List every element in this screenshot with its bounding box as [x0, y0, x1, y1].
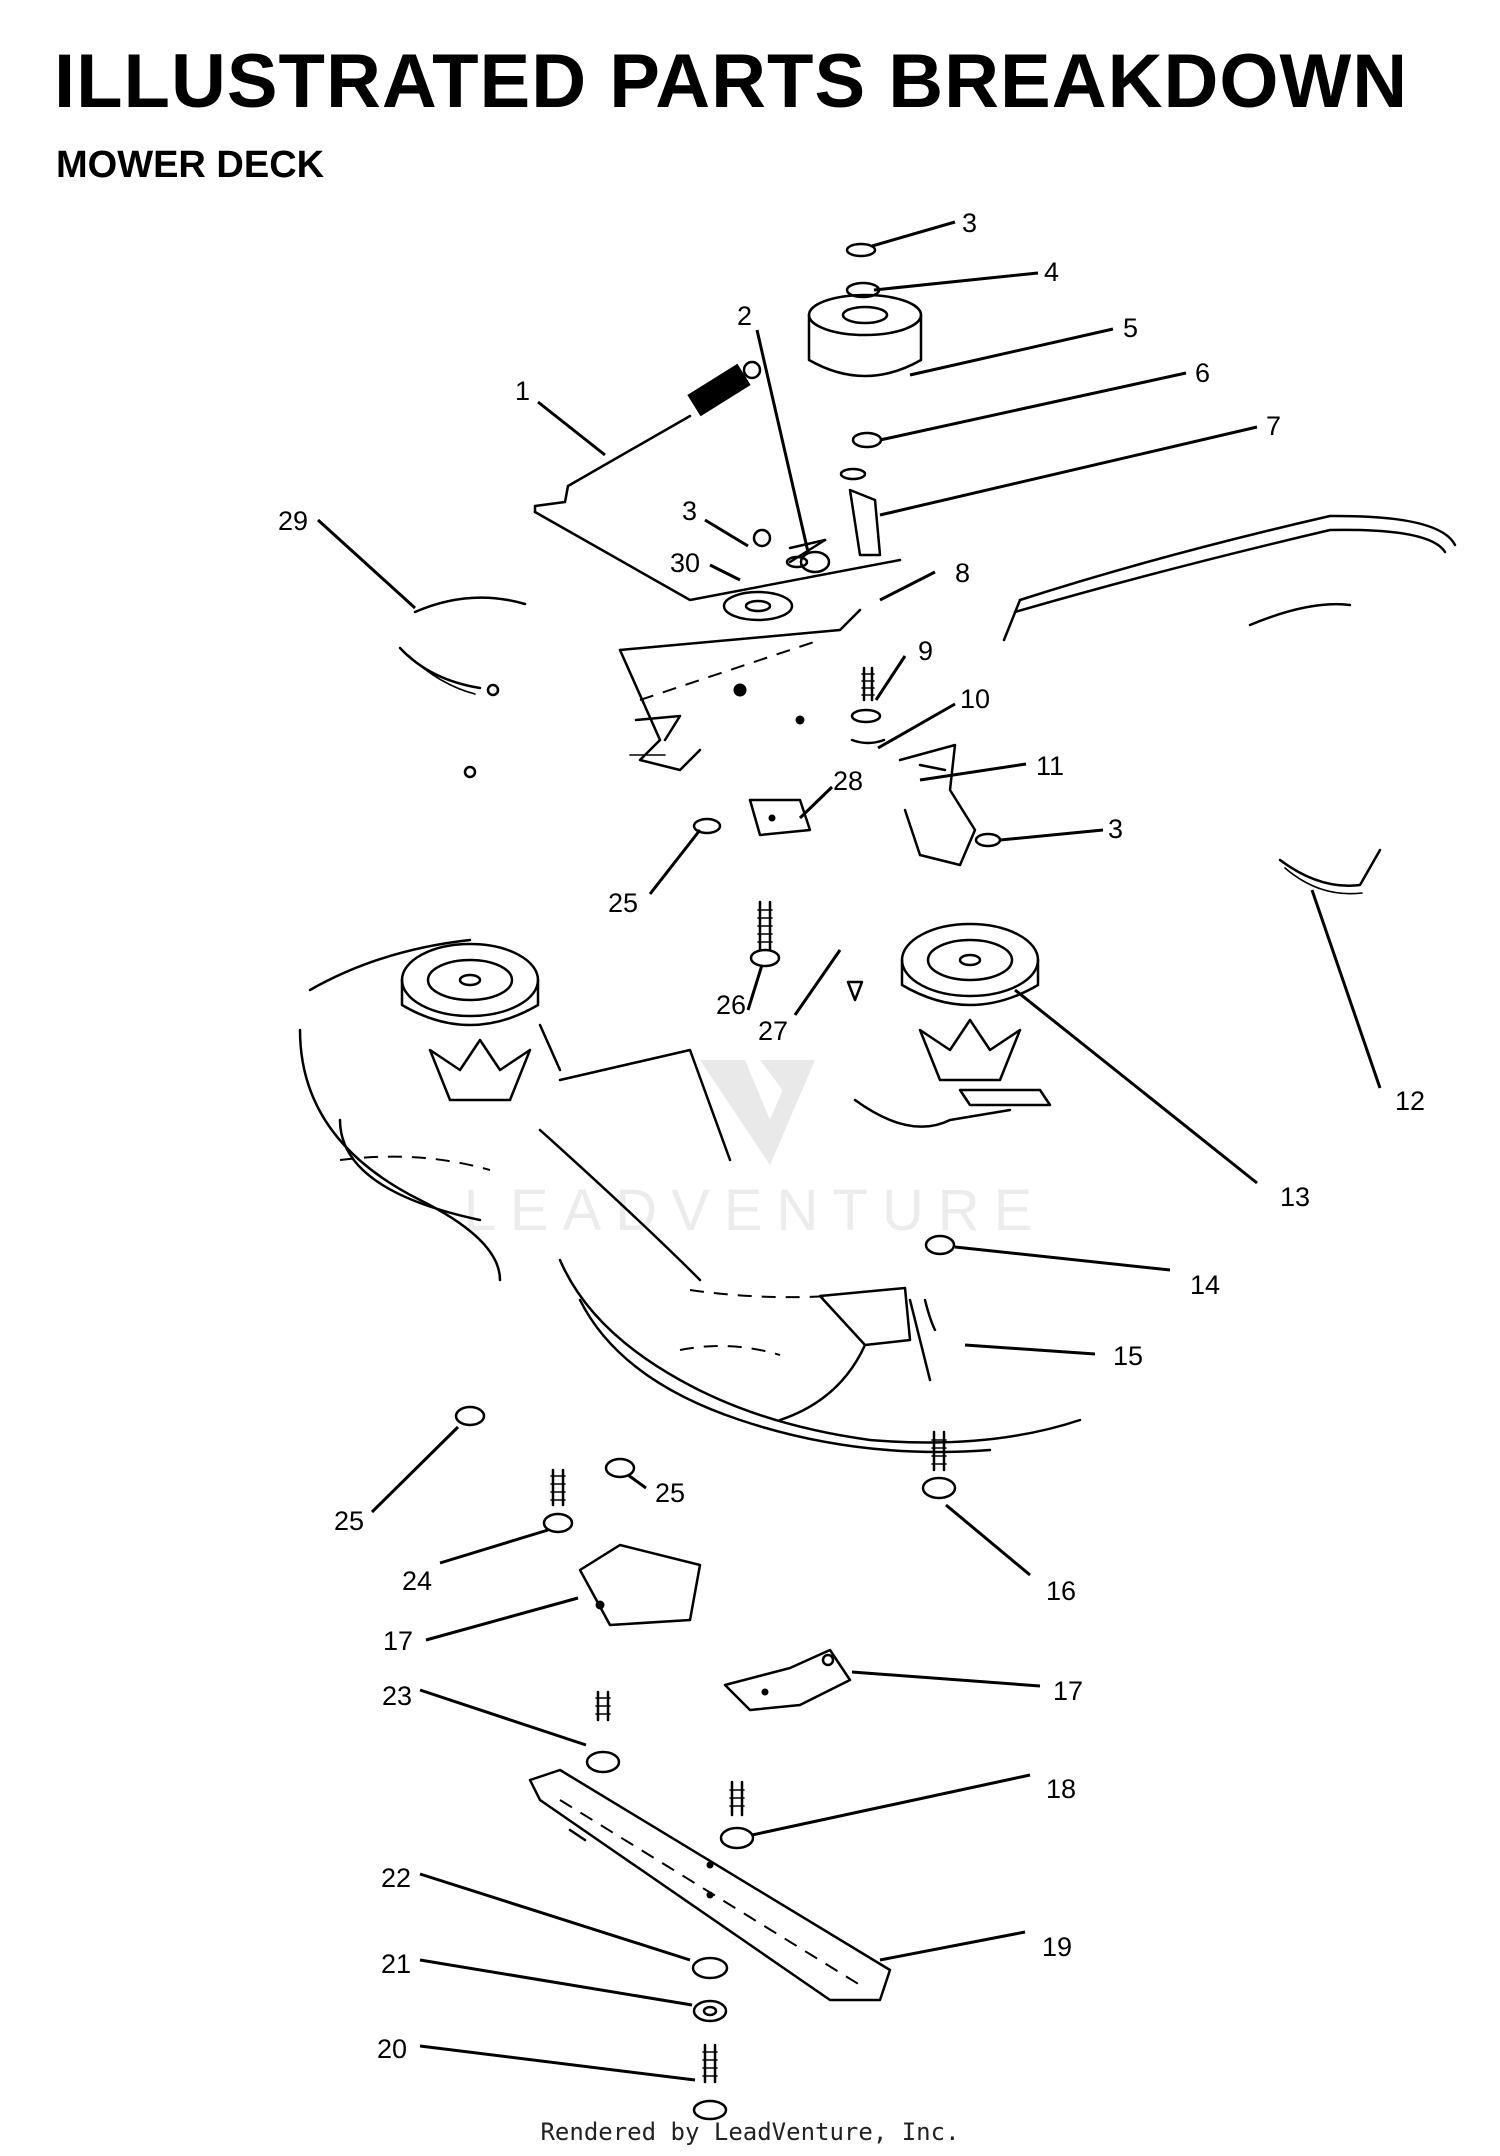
callout-17a: 17	[383, 1626, 413, 1656]
callout-1: 1	[515, 376, 530, 406]
callout-14: 14	[1190, 1270, 1220, 1300]
callout-26: 26	[716, 990, 746, 1020]
page-title: ILLUSTRATED PARTS BREAKDOWN	[54, 39, 1409, 124]
watermark-logo: LEADVENTURE	[464, 1060, 1047, 1243]
callout-10: 10	[960, 684, 990, 714]
page-subtitle: MOWER DECK	[56, 144, 325, 186]
callout-25b: 25	[334, 1506, 364, 1536]
callout-3b: 3	[682, 496, 697, 526]
callout-30: 30	[670, 548, 700, 578]
callout-labels: 1 2 3 4 5 6 7 3 30 29 8 9 10 11 3 28 25 …	[278, 208, 1425, 2064]
callout-25c: 25	[655, 1478, 685, 1508]
callout-15: 15	[1113, 1341, 1143, 1371]
callout-17b: 17	[1053, 1676, 1083, 1706]
callout-9: 9	[918, 636, 933, 666]
callout-28: 28	[833, 766, 863, 796]
callout-6: 6	[1195, 358, 1210, 388]
callout-5: 5	[1123, 313, 1138, 343]
callout-4: 4	[1044, 257, 1059, 287]
footer-credit: Rendered by LeadVenture, Inc.	[540, 2118, 960, 2146]
callout-29: 29	[278, 506, 308, 536]
callout-13: 13	[1280, 1182, 1310, 1212]
callout-18: 18	[1046, 1774, 1076, 1804]
callout-7: 7	[1266, 411, 1281, 441]
callout-22: 22	[381, 1863, 411, 1893]
callout-20: 20	[377, 2034, 407, 2064]
callout-27: 27	[758, 1016, 788, 1046]
callout-8: 8	[955, 558, 970, 588]
callout-2: 2	[737, 301, 752, 331]
callout-3c: 3	[1108, 814, 1123, 844]
callout-25a: 25	[608, 888, 638, 918]
callout-11: 11	[1036, 751, 1064, 781]
parts-drawing	[298, 242, 1457, 2121]
callout-12: 12	[1395, 1086, 1425, 1116]
callout-19: 19	[1042, 1932, 1072, 1962]
leader-lines	[316, 220, 1382, 2082]
callout-3a: 3	[962, 208, 977, 238]
callout-21: 21	[381, 1949, 411, 1979]
watermark-text: LEADVENTURE	[464, 1178, 1047, 1243]
callout-16: 16	[1046, 1576, 1076, 1606]
callout-24: 24	[402, 1566, 432, 1596]
callout-23: 23	[382, 1681, 412, 1711]
